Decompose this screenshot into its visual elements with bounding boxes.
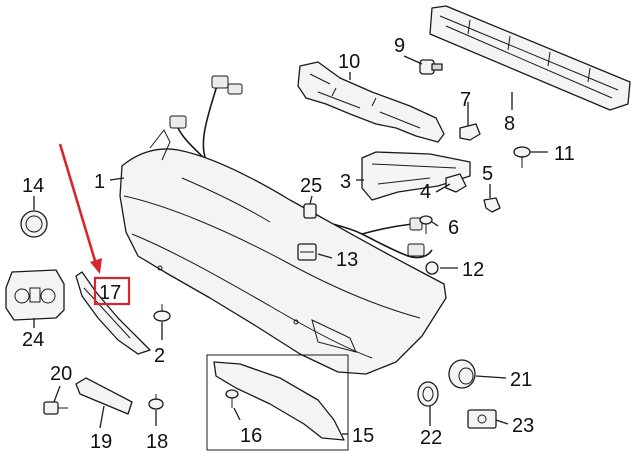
- callout-labels: 1 2 3 4 5 6 7 8 9 10 11 12 13 14 15 16 1…: [22, 35, 575, 453]
- plate-part-19: [75, 377, 133, 415]
- callout-3: 3: [340, 171, 351, 193]
- screw-part-2: [153, 304, 171, 322]
- bumper-bracket-part-10: [297, 61, 445, 143]
- clip-part-25: [303, 203, 317, 219]
- callout-14: 14: [22, 175, 44, 197]
- screw-part-18: [148, 394, 164, 410]
- impact-bar-part-8: [429, 5, 631, 111]
- callout-12: 12: [462, 259, 484, 281]
- callout-8: 8: [504, 113, 515, 135]
- sensor-part-21: [448, 359, 476, 389]
- bumper-cover-part-1: [119, 129, 447, 375]
- screw-part-11: [513, 146, 531, 168]
- highlight-box-17: [93, 276, 131, 306]
- clip-part-13: [297, 243, 317, 261]
- bolt-part-20: [43, 401, 68, 415]
- leader-lines: [33, 55, 548, 435]
- nut-part-12: [425, 261, 439, 275]
- callout-17: 17: [99, 282, 121, 304]
- screw-part-6: [419, 215, 433, 234]
- callout-24: 24: [22, 329, 44, 351]
- callout-15: 15: [352, 425, 374, 447]
- callout-25: 25: [300, 175, 322, 197]
- lower-panel-box-part-15: [206, 354, 349, 451]
- callout-7: 7: [460, 89, 471, 111]
- highlight-part-17: [58, 143, 131, 306]
- clip-part-7: [459, 123, 481, 141]
- switch-panel-part-24: [5, 269, 65, 321]
- callout-18: 18: [146, 431, 168, 453]
- callout-23: 23: [512, 415, 534, 437]
- callout-16: 16: [240, 425, 262, 447]
- callout-13: 13: [336, 249, 358, 271]
- callout-19: 19: [90, 431, 112, 453]
- bolt-part-9: [419, 59, 443, 75]
- callout-10: 10: [338, 51, 360, 73]
- ring-part-22: [417, 381, 439, 407]
- bracket-part-23: [467, 409, 497, 429]
- callout-6: 6: [448, 217, 459, 239]
- callout-1: 1: [94, 171, 105, 193]
- callout-21: 21: [510, 369, 532, 391]
- callout-5: 5: [482, 163, 493, 185]
- clip-part-16: [225, 389, 239, 408]
- clip-part-5: [483, 197, 501, 213]
- callout-22: 22: [420, 427, 442, 449]
- callout-9: 9: [394, 35, 405, 57]
- callout-11: 11: [554, 143, 575, 165]
- callout-4: 4: [420, 181, 431, 203]
- callout-2: 2: [154, 345, 165, 367]
- ring-part-14: [20, 210, 48, 238]
- callout-20: 20: [50, 363, 72, 385]
